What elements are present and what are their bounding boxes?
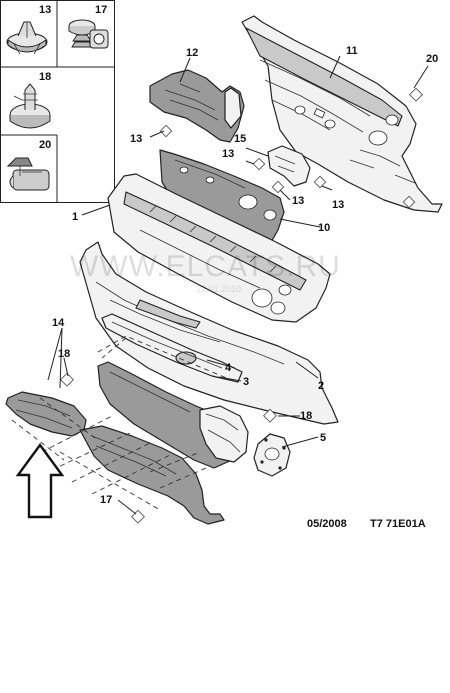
part-12-insulator xyxy=(149,69,245,143)
watermark-text: WWW.ELCATS.RU xyxy=(70,250,341,283)
callout-3: 3 xyxy=(243,376,249,388)
fir-tree-clip-icon xyxy=(68,19,109,49)
part-1-cross-member xyxy=(107,173,331,323)
callout-13-a: 13 xyxy=(130,133,142,145)
diagram-footer: 05/2008 T7 71E01A xyxy=(307,518,426,530)
part-15-bracket xyxy=(252,145,327,194)
part-2-lower-bulkhead xyxy=(79,241,339,425)
callout-10: 10 xyxy=(318,222,330,234)
callout-13-c: 13 xyxy=(292,195,304,207)
callout-18-b: 18 xyxy=(58,348,70,360)
push-clip-icon xyxy=(6,21,48,55)
direction-arrow-icon xyxy=(15,442,65,519)
part-3-insulator xyxy=(97,361,249,469)
part-14-insulator-set xyxy=(5,372,277,525)
callout-14: 14 xyxy=(52,317,65,329)
callout-5: 5 xyxy=(320,432,326,444)
callout-15: 15 xyxy=(234,133,246,145)
callout-17: 17 xyxy=(100,494,112,506)
callout-12: 12 xyxy=(186,47,198,59)
watermark: WWW.ELCATS.RU 22.01.2010 xyxy=(70,250,341,294)
callout-labels: 12 11 20 13 15 13 13 13 10 1 2 3 4 5 18 … xyxy=(52,45,438,506)
callout-20: 20 xyxy=(426,53,438,65)
legend-label-20: 20 xyxy=(39,139,51,151)
part-11-upper-bulkhead xyxy=(241,15,443,213)
legend-label-17: 17 xyxy=(95,4,107,16)
callout-13-b: 13 xyxy=(222,148,234,160)
part-4-seal-strip xyxy=(101,313,243,383)
watermark-date: 22.01.2010 xyxy=(196,284,241,294)
callout-1: 1 xyxy=(72,211,78,223)
callout-18-a: 18 xyxy=(300,410,312,422)
fastener-legend: 13 17 18 20 xyxy=(0,0,115,203)
assembly-guide-lines xyxy=(11,335,237,511)
callout-11: 11 xyxy=(346,45,358,57)
part-5-grommet-plate xyxy=(253,433,291,477)
stud-clip-icon xyxy=(9,83,51,129)
legend-label-13: 13 xyxy=(39,4,51,16)
callout-4: 4 xyxy=(225,362,232,374)
nut-clip-icon xyxy=(6,157,50,191)
leader-lines xyxy=(47,55,429,515)
callout-13-d: 13 xyxy=(332,199,344,211)
legend-label-18: 18 xyxy=(39,71,51,83)
footer-date: 05/2008 xyxy=(307,518,347,530)
callout-2: 2 xyxy=(318,380,324,392)
footer-code: T7 71E01A xyxy=(370,518,426,530)
